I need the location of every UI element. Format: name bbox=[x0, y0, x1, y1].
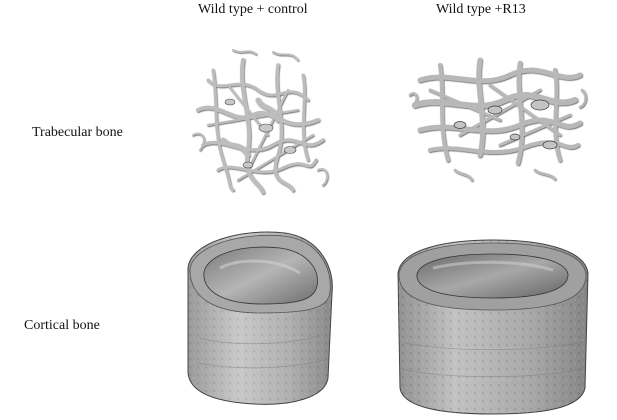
trabecular-bone-render-icon bbox=[408, 57, 587, 182]
cortical-r13-image bbox=[393, 238, 593, 416]
cortical-bone-render-icon bbox=[187, 231, 333, 405]
column-title-r13: Wild type +R13 bbox=[436, 2, 526, 17]
trabecular-control-image bbox=[178, 40, 338, 205]
column-title-control: Wild type + control bbox=[198, 2, 308, 17]
cortical-control-image bbox=[180, 228, 340, 408]
trabecular-bone-render-icon bbox=[192, 49, 329, 194]
trabecular-r13-image bbox=[400, 45, 590, 185]
row-label-trabecular: Trabecular bone bbox=[32, 125, 123, 140]
cortical-bone-render-icon bbox=[397, 239, 589, 415]
row-label-cortical: Cortical bone bbox=[24, 318, 100, 333]
